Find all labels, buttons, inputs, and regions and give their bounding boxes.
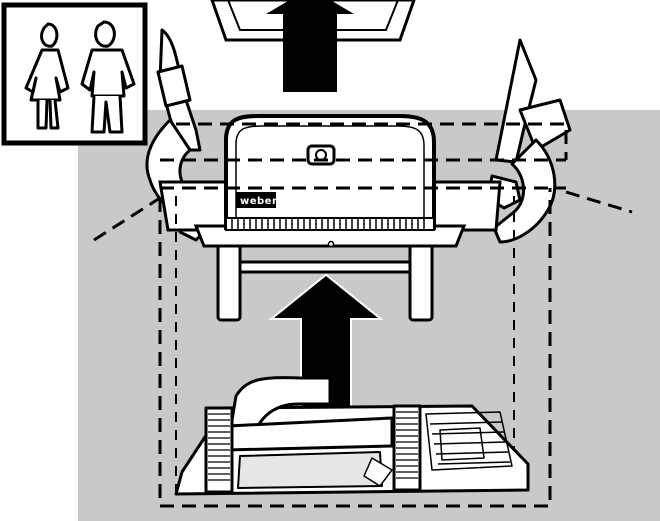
lift-arrow-top	[266, 0, 354, 92]
lift-arrow-bottom	[268, 273, 384, 412]
brand-label: weber	[240, 196, 277, 207]
box-dashed-outline	[93, 122, 633, 508]
grill-lid	[224, 114, 436, 230]
cooking-grates	[425, 411, 513, 471]
brand-logo: weber	[236, 192, 277, 208]
grill: weber	[158, 114, 502, 322]
two-people-icon	[1, 2, 148, 146]
packaging-base	[174, 376, 530, 496]
right-arms	[486, 38, 572, 244]
box-inner-dashed-outline	[175, 196, 515, 491]
